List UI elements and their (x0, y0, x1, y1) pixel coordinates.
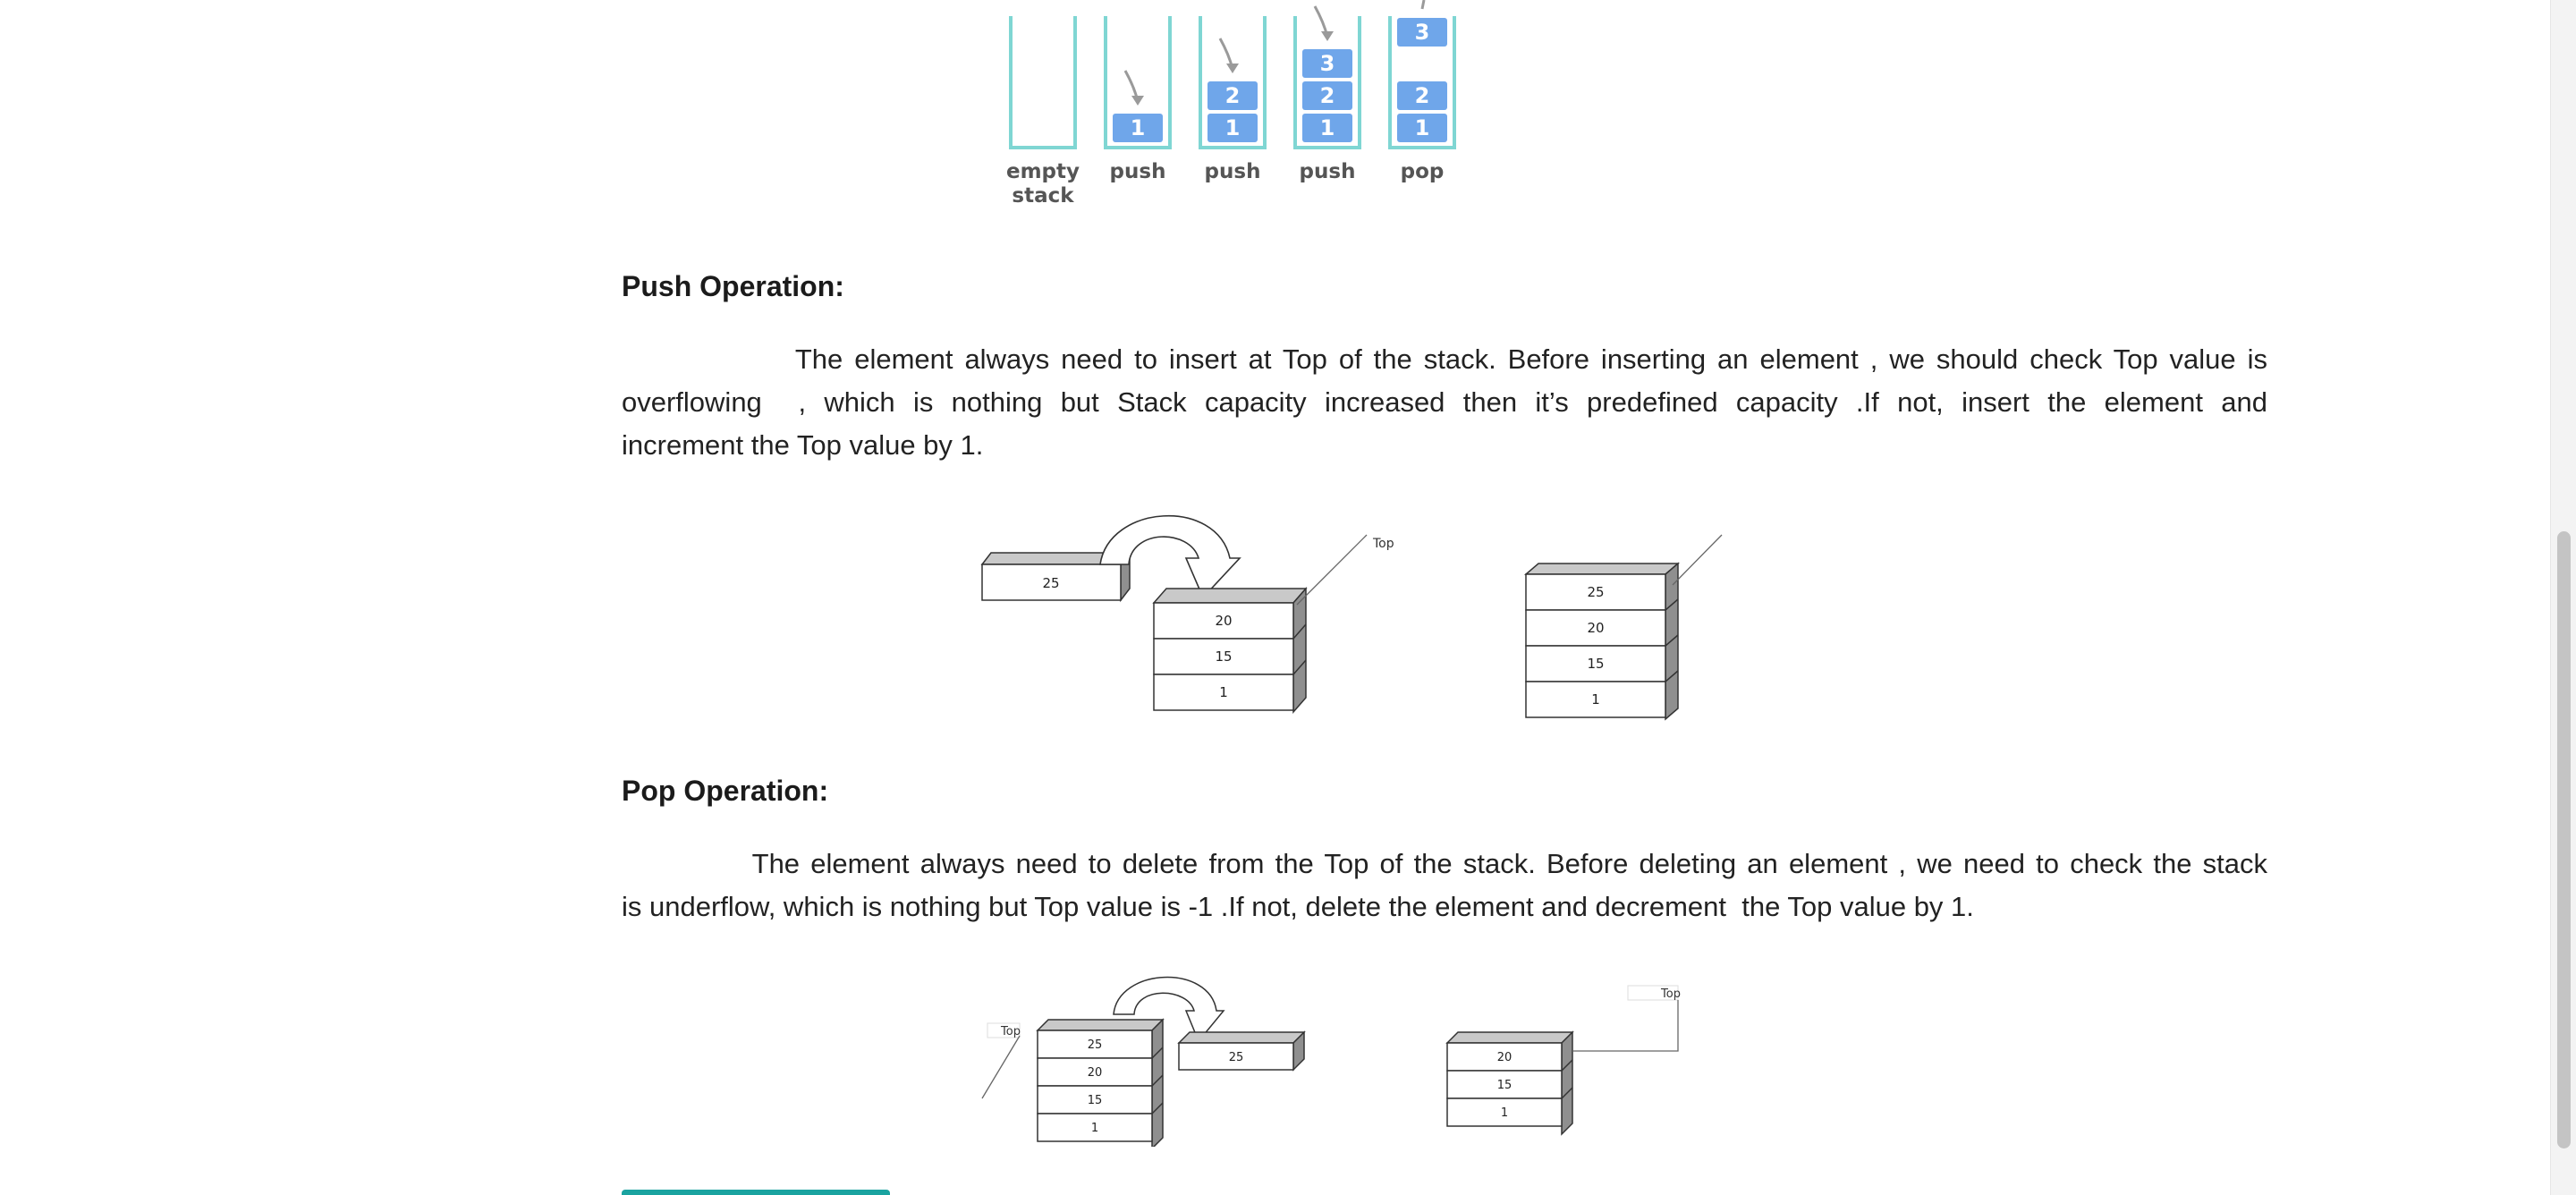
stack-block-value: 3 (1320, 51, 1335, 76)
top-pointer-line (981, 1035, 1021, 1099)
push-operation-diagram: 25 20 15 1 Top (980, 514, 1723, 721)
scrollbar-thumb[interactable] (2557, 531, 2571, 1148)
stack-block (1302, 49, 1352, 78)
stack-cell-value: 1 (1219, 684, 1228, 700)
stack-after-pop: 20 15 1 (1445, 1030, 1574, 1136)
stack-block (1208, 114, 1258, 142)
top-pointer-label: Top (1372, 537, 1394, 551)
pop-operation-heading: Pop Operation: (622, 775, 829, 807)
stack-block-value: 1 (1320, 115, 1335, 140)
stack-cell-value: 15 (1215, 648, 1232, 665)
push-operation-paragraph: The element always need to insert at Top… (622, 338, 2267, 467)
stack-cell-value: 25 (1587, 584, 1604, 600)
push-operation-heading: Push Operation: (622, 270, 844, 302)
stack-cell-value: 25 (1088, 1038, 1103, 1052)
stack-cell-value: 20 (1215, 613, 1232, 629)
curved-arrow-icon (1099, 514, 1241, 599)
stack-cell-value: 1 (1091, 1122, 1098, 1135)
next-section-button-edge[interactable] (622, 1190, 890, 1195)
stack-block (1113, 114, 1163, 142)
paragraph-line: is underflow, which is nothing but Top v… (622, 891, 1974, 922)
top-pointer-label: Top (1000, 1025, 1021, 1038)
pop-operation-paragraph: The element always need to delete from t… (622, 843, 2267, 928)
stack-operation-label: pop (1401, 160, 1445, 183)
arrowhead-icon (1226, 64, 1239, 73)
stack-container (1104, 16, 1172, 149)
top-pointer-line (1572, 1000, 1679, 1052)
stack-block (1302, 81, 1352, 110)
removed-element-value: 25 (1229, 1051, 1244, 1064)
stack-cell-value: 15 (1088, 1094, 1103, 1107)
paragraph-line: The element always need to insert at Top… (622, 343, 2267, 375)
popped-block-value: 3 (1415, 20, 1430, 45)
stack-block (1302, 114, 1352, 142)
stack-operation-label: push (1205, 160, 1261, 183)
stack-block (1208, 81, 1258, 110)
pop-operation-diagram: Top 25 20 15 1 25 (981, 976, 1681, 1147)
stack-operation-label: push (1110, 160, 1166, 183)
stack-block-value: 1 (1131, 115, 1146, 140)
arrowhead-icon (1131, 96, 1144, 106)
stack-block-value: 2 (1225, 83, 1241, 108)
stack-cell-value: 20 (1497, 1051, 1513, 1064)
stack-operation-label: push (1300, 160, 1356, 183)
stack-block-value: 1 (1225, 115, 1241, 140)
stack-container (1199, 16, 1267, 149)
stack-block-value: 2 (1320, 83, 1335, 108)
stack-cell-value: 15 (1497, 1079, 1513, 1092)
stack-operation-label: stack (1012, 184, 1074, 208)
stack-cell-value: 1 (1591, 691, 1600, 708)
paragraph-line: increment the Top value by 1. (622, 429, 984, 461)
stack-block-value: 1 (1415, 115, 1430, 140)
stack-block (1397, 81, 1447, 110)
top-pointer-label: Top (1660, 987, 1681, 1001)
stack-cell-value: 15 (1587, 656, 1604, 672)
stack-cell-value: 1 (1501, 1106, 1508, 1120)
stack-before-pop: 25 20 15 1 (1036, 1018, 1165, 1147)
top-pointer-line (1296, 534, 1368, 606)
stack-before-push: 20 15 1 (1152, 587, 1308, 714)
removed-element-block: 25 (1177, 1030, 1306, 1072)
stack-cell-value: 20 (1587, 620, 1604, 636)
stack-container (1009, 16, 1077, 149)
popped-block (1397, 18, 1447, 47)
curved-arrow-icon (1113, 976, 1225, 1043)
paragraph-line: overflowing , which is nothing but Stack… (622, 386, 2267, 418)
vertical-scrollbar[interactable] (2550, 0, 2576, 1195)
stack-block-value: 2 (1415, 83, 1430, 108)
paragraph-line: The element always need to delete from t… (622, 848, 2267, 879)
stack-container (1388, 16, 1456, 149)
top-pointer-line (1672, 534, 1723, 586)
stack-container (1293, 16, 1361, 149)
arrowhead-icon (1321, 31, 1334, 41)
pop-arrow-icon (1420, 0, 1426, 10)
stack-operation-label: empty (1006, 160, 1080, 183)
incoming-element-block: 25 (980, 550, 1131, 603)
stack-block (1397, 114, 1447, 142)
stack-cell-value: 20 (1088, 1066, 1103, 1080)
incoming-element-value: 25 (1042, 575, 1059, 591)
stack-after-push: 25 20 15 1 (1523, 562, 1681, 721)
